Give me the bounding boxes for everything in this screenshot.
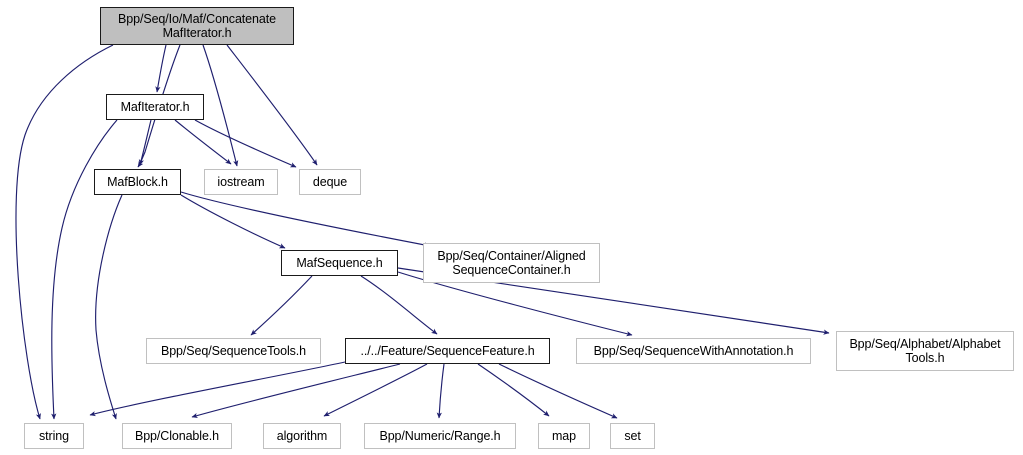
edge-mafiterator-to-mafblock (138, 119, 152, 166)
edge-mafsequence-to-sequencefeature (360, 275, 438, 335)
edge-sequencefeature-to-range (436, 363, 445, 419)
graph-node-root[interactable]: Bpp/Seq/Io/Maf/Concatenate MafIterator.h (100, 7, 294, 45)
graph-node-string[interactable]: string (24, 423, 84, 449)
edge-mafsequence-to-sequencetools (250, 275, 313, 336)
graph-node-set[interactable]: set (610, 423, 655, 449)
edge-mafiterator-to-deque (194, 119, 297, 168)
graph-node-seqwithannotation[interactable]: Bpp/Seq/SequenceWithAnnotation.h (576, 338, 811, 364)
edge-mafblock-to-string (95, 194, 123, 420)
edge-root-to-string (15, 44, 114, 420)
graph-node-mafiterator[interactable]: MafIterator.h (106, 94, 204, 120)
edge-root-to-iostream (202, 44, 239, 167)
graph-node-alphabettools[interactable]: Bpp/Seq/Alphabet/Alphabet Tools.h (836, 331, 1014, 371)
edge-sequencefeature-to-clonable (191, 363, 401, 419)
edge-sequencefeature-to-map (477, 363, 550, 417)
edge-sequencefeature-to-set (498, 363, 618, 419)
graph-node-map[interactable]: map (538, 423, 590, 449)
graph-node-range[interactable]: Bpp/Numeric/Range.h (364, 423, 516, 449)
edge-sequencefeature-to-string (89, 361, 346, 417)
graph-node-deque[interactable]: deque (299, 169, 361, 195)
graph-node-iostream[interactable]: iostream (204, 169, 278, 195)
edge-sequencefeature-to-algorithm (323, 363, 428, 417)
edge-root-to-mafiterator (155, 44, 167, 93)
edge-mafiterator-to-iostream (174, 119, 232, 165)
graph-node-algorithm[interactable]: algorithm (263, 423, 341, 449)
edge-root-to-deque (226, 44, 318, 166)
graph-node-mafblock[interactable]: MafBlock.h (94, 169, 181, 195)
graph-node-clonable[interactable]: Bpp/Clonable.h (122, 423, 232, 449)
graph-node-sequencefeature[interactable]: ../../Feature/SequenceFeature.h (345, 338, 550, 364)
edge-mafiterator-to-string (51, 119, 118, 420)
graph-node-mafsequence[interactable]: MafSequence.h (281, 250, 398, 276)
edge-mafblock-to-alignedcontainer (180, 191, 431, 248)
edge-mafblock-to-mafsequence (180, 194, 286, 249)
graph-node-sequencetools[interactable]: Bpp/Seq/SequenceTools.h (146, 338, 321, 364)
graph-node-alignedcontainer[interactable]: Bpp/Seq/Container/Aligned SequenceContai… (423, 243, 600, 283)
